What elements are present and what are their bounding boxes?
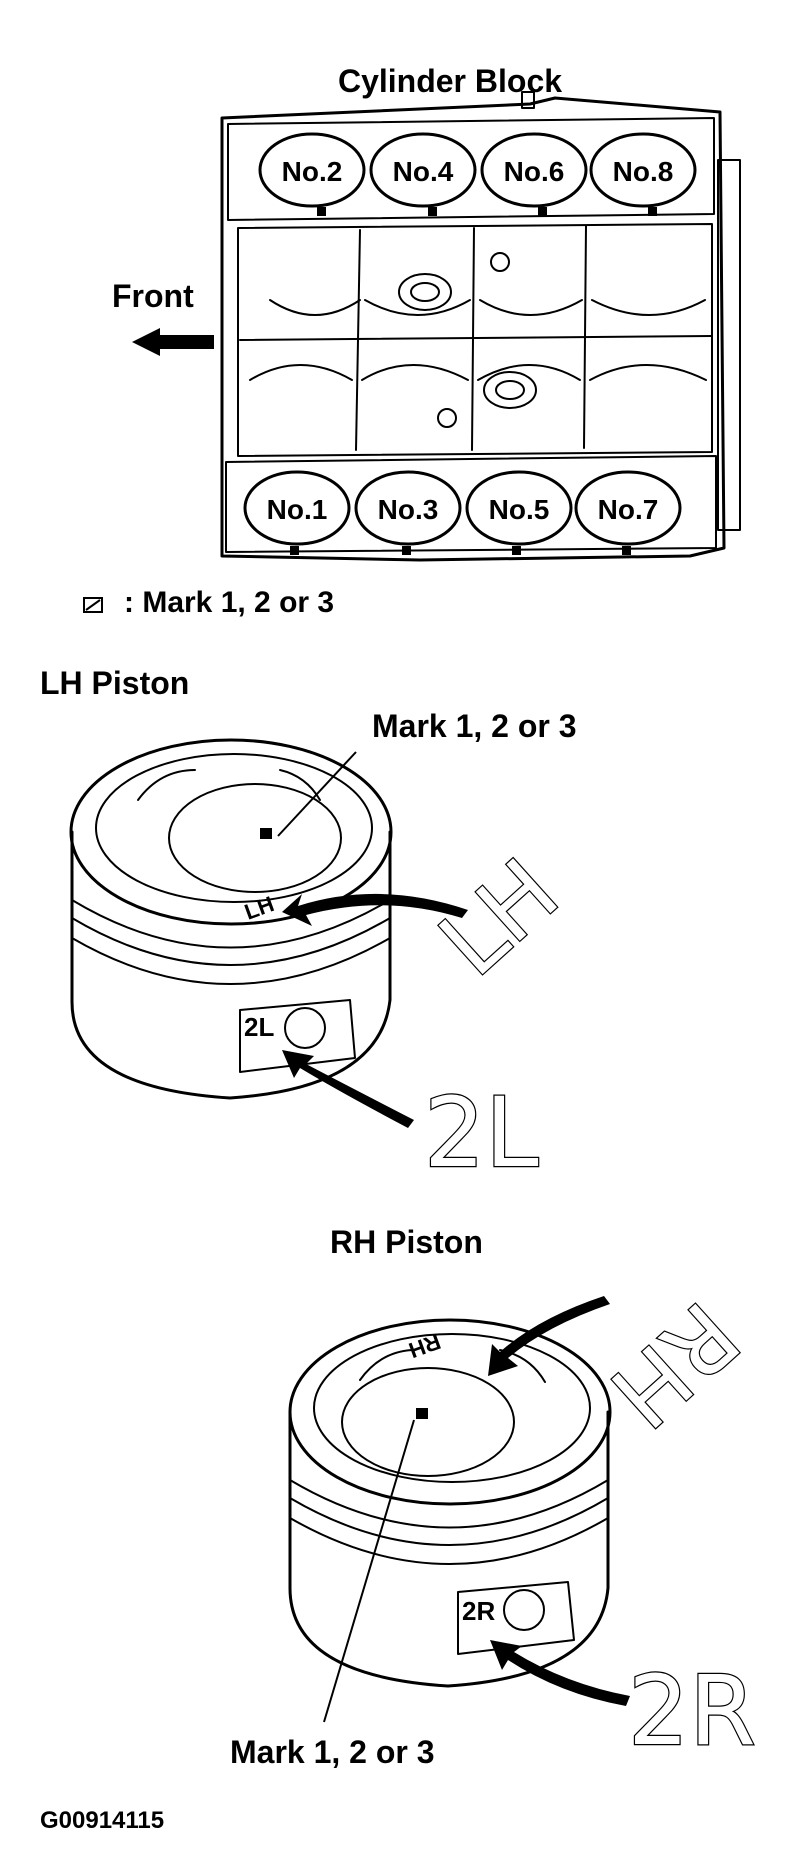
web-3 (583, 225, 587, 449)
lh-side-stamp: 2L (244, 1012, 274, 1042)
lh-crown-mark-square (260, 828, 272, 839)
cylinder-no6 (480, 132, 588, 208)
mark-legend-hatch (85, 599, 101, 611)
bore-arc-6 (361, 364, 469, 381)
rh-big-letters: RH (591, 1282, 758, 1447)
cylinder-no1 (243, 470, 351, 546)
oil-boss-upper-inner (410, 282, 440, 302)
jet-fitting-lower (437, 408, 457, 428)
bore-arc-4 (591, 299, 706, 316)
rh-ring-groove-2 (289, 1497, 609, 1546)
bore-arc-7 (477, 364, 581, 381)
lh-crown-arrow-icon (282, 893, 468, 926)
rh-piston-figure: RH Piston RH 2R RH 2R Mark 1, 2 or 3 (230, 1224, 759, 1770)
lh-valve-recess-right (279, 769, 321, 801)
rh-piston-skirt (288, 1410, 610, 1688)
rh-side-arrow-icon (490, 1640, 630, 1706)
block-side-flange (717, 159, 741, 531)
cylinder-no3-label: No.3 (378, 494, 439, 525)
rh-piston-title: RH Piston (330, 1224, 483, 1260)
cylinder-block: Cylinder Block No.2 (83, 63, 741, 619)
lower-deck (225, 455, 717, 553)
cylinder-no6-label: No.6 (504, 156, 565, 187)
lh-big-side-letters: 2L (424, 1077, 539, 1189)
lh-piston-skirt (70, 830, 392, 1100)
lh-ring-groove-1 (71, 899, 391, 949)
bore-arc-2 (364, 299, 471, 316)
cylinder-no8-label: No.8 (613, 156, 674, 187)
upper-cylinder-row: No.2 No.4 No.6 No.8 (258, 132, 697, 216)
rh-pin-bore (503, 1589, 545, 1631)
rh-ring-groove-3 (289, 1517, 609, 1565)
rh-big-side-letters: 2R (628, 1655, 756, 1767)
lh-ring-groove-2 (71, 917, 391, 966)
cylinder-no7-label: No.7 (598, 494, 659, 525)
lh-mark-label: Mark 1, 2 or 3 (372, 708, 577, 744)
bore-arc-5 (249, 364, 353, 381)
mark-square-no8 (648, 207, 657, 216)
mark-square-no4 (428, 207, 437, 216)
rh-valve-recess-left (359, 1349, 413, 1381)
rh-mark-label: Mark 1, 2 or 3 (230, 1734, 435, 1770)
lh-ring-groove-3 (71, 937, 391, 985)
mark-square-no3 (402, 546, 411, 555)
cylinder-no4-label: No.4 (393, 156, 454, 187)
rh-side-stamp: 2R (462, 1596, 495, 1626)
block-title: Cylinder Block (338, 63, 562, 99)
jet-fitting-upper (490, 252, 510, 272)
mark-square-no2 (317, 207, 326, 216)
cylinder-no5 (465, 470, 573, 546)
cylinder-no5-label: No.5 (489, 494, 550, 525)
web-1 (355, 229, 361, 451)
bore-arc-3 (479, 299, 583, 316)
rh-crown-mark-square (416, 1408, 428, 1419)
lh-big-letters: LH (420, 839, 578, 996)
block-outline (220, 96, 726, 562)
cylinder-no3 (354, 470, 462, 546)
oil-boss-lower (483, 371, 537, 409)
cylinder-no2-label: No.2 (282, 156, 343, 187)
rh-crown-arrow-icon (488, 1296, 610, 1376)
cylinder-no4 (369, 132, 477, 208)
lh-pin-bore (284, 1007, 326, 1049)
lower-cylinder-row: No.1 No.3 No.5 No.7 (243, 470, 682, 555)
rh-piston-bowl (341, 1367, 515, 1477)
front-label: Front (112, 278, 194, 314)
rh-piston-crown-inner (313, 1333, 591, 1483)
oil-boss-lower-inner (495, 380, 525, 400)
upper-deck (227, 117, 715, 221)
mark-square-no6 (538, 207, 547, 216)
mark-square-no5 (512, 546, 521, 555)
rh-ring-groove-1 (289, 1479, 609, 1529)
rh-crown-stamp: RH (406, 1329, 444, 1363)
cylinder-no8 (589, 132, 697, 208)
figure-id: G00914115 (40, 1807, 164, 1834)
lh-piston-crown-rim (69, 738, 393, 926)
lh-side-arrow-icon (282, 1050, 414, 1128)
rh-piston-crown-rim (288, 1318, 612, 1506)
lh-valve-recess-left (137, 769, 196, 801)
block-top-stud (521, 91, 535, 109)
lh-piston-bowl (168, 783, 342, 893)
crankcase-divider (239, 335, 713, 341)
crankcase (237, 223, 713, 457)
mark-square-no7 (622, 546, 631, 555)
front-arrow-icon (132, 328, 214, 356)
lh-piston-crown-inner (95, 753, 373, 903)
rh-pin-boss (457, 1581, 575, 1655)
lh-pin-boss (239, 999, 356, 1073)
lh-piston-title: LH Piston (40, 665, 189, 701)
rh-mark-leader (323, 1419, 415, 1723)
lh-piston-figure: LH Piston Mark 1, 2 or 3 LH 2L LH 2L (40, 665, 579, 1190)
cylinder-no7 (574, 470, 682, 546)
mark-legend-text: : Mark 1, 2 or 3 (124, 586, 334, 619)
web-2 (471, 227, 475, 451)
bore-arc-1 (269, 299, 361, 316)
oil-boss-upper (398, 273, 452, 311)
mark-square-no1 (290, 546, 299, 555)
cylinder-no2 (258, 132, 366, 208)
bore-arc-8 (589, 364, 707, 381)
cylinder-no1-label: No.1 (267, 494, 328, 525)
